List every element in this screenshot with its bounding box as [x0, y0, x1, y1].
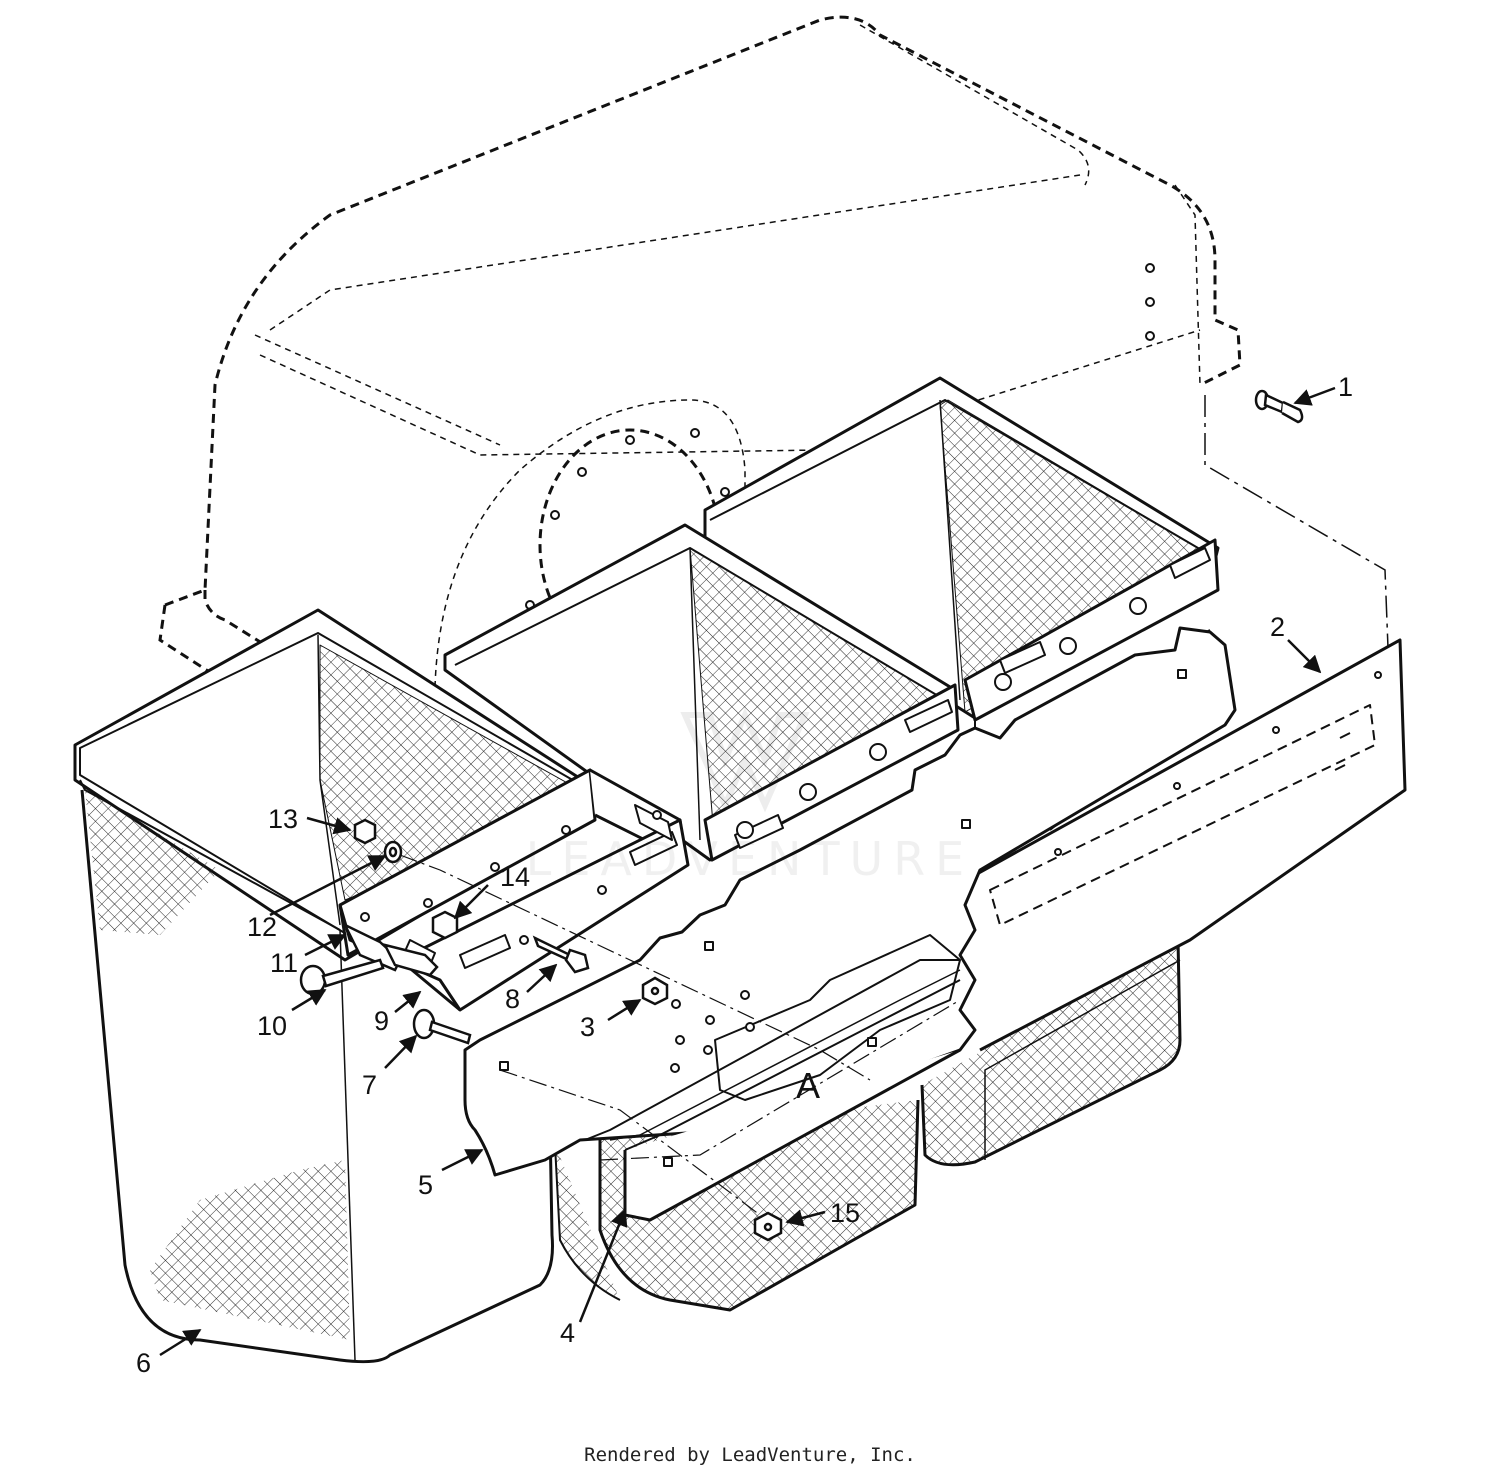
callout-7[interactable]: 7	[362, 1070, 377, 1100]
watermark-logo-icon	[680, 707, 810, 813]
callout-10[interactable]: 10	[257, 1011, 287, 1041]
nut-icon	[353, 818, 377, 845]
nut-icon	[641, 976, 669, 1006]
callout-11[interactable]: 11	[270, 948, 298, 978]
watermark-text: LEADVENTURE	[525, 832, 975, 886]
callout-6[interactable]: 6	[136, 1348, 151, 1378]
nut-icon	[753, 1211, 783, 1242]
callout-1[interactable]: 1	[1338, 372, 1353, 402]
callout-12[interactable]: 12	[247, 912, 277, 942]
callout-13[interactable]: 13	[268, 804, 298, 834]
centerlines	[399, 854, 961, 1216]
callout-labels: 1 2 3 4 5 6 7 8 9 10 11 12 13 14 15 A	[136, 372, 1353, 1378]
callout-4[interactable]: 4	[560, 1318, 575, 1348]
footer-credit: Rendered by LeadVenture, Inc.	[584, 1444, 916, 1466]
reference-letter-a: A	[796, 1065, 820, 1106]
callout-5[interactable]: 5	[418, 1170, 433, 1200]
hex-bolt-icon	[532, 935, 590, 974]
callout-leaders	[159, 386, 1336, 1357]
latch-icon	[342, 922, 439, 977]
callout-15[interactable]: 15	[830, 1198, 860, 1228]
callout-14[interactable]: 14	[500, 862, 530, 892]
callout-9[interactable]: 9	[374, 1006, 389, 1036]
rear-bag	[703, 376, 1220, 1167]
carriage-bolt-icon	[412, 1008, 472, 1045]
hardware	[299, 389, 1304, 1242]
callout-3[interactable]: 3	[580, 1012, 595, 1042]
rivet-icon	[1254, 389, 1304, 424]
front-bracket	[463, 626, 1237, 1222]
callout-2[interactable]: 2	[1270, 612, 1285, 642]
washer-icon	[383, 840, 403, 864]
nut-icon	[431, 910, 459, 940]
front-bag	[73, 608, 690, 1364]
hood-phantom	[158, 15, 1391, 812]
callout-8[interactable]: 8	[505, 984, 520, 1014]
